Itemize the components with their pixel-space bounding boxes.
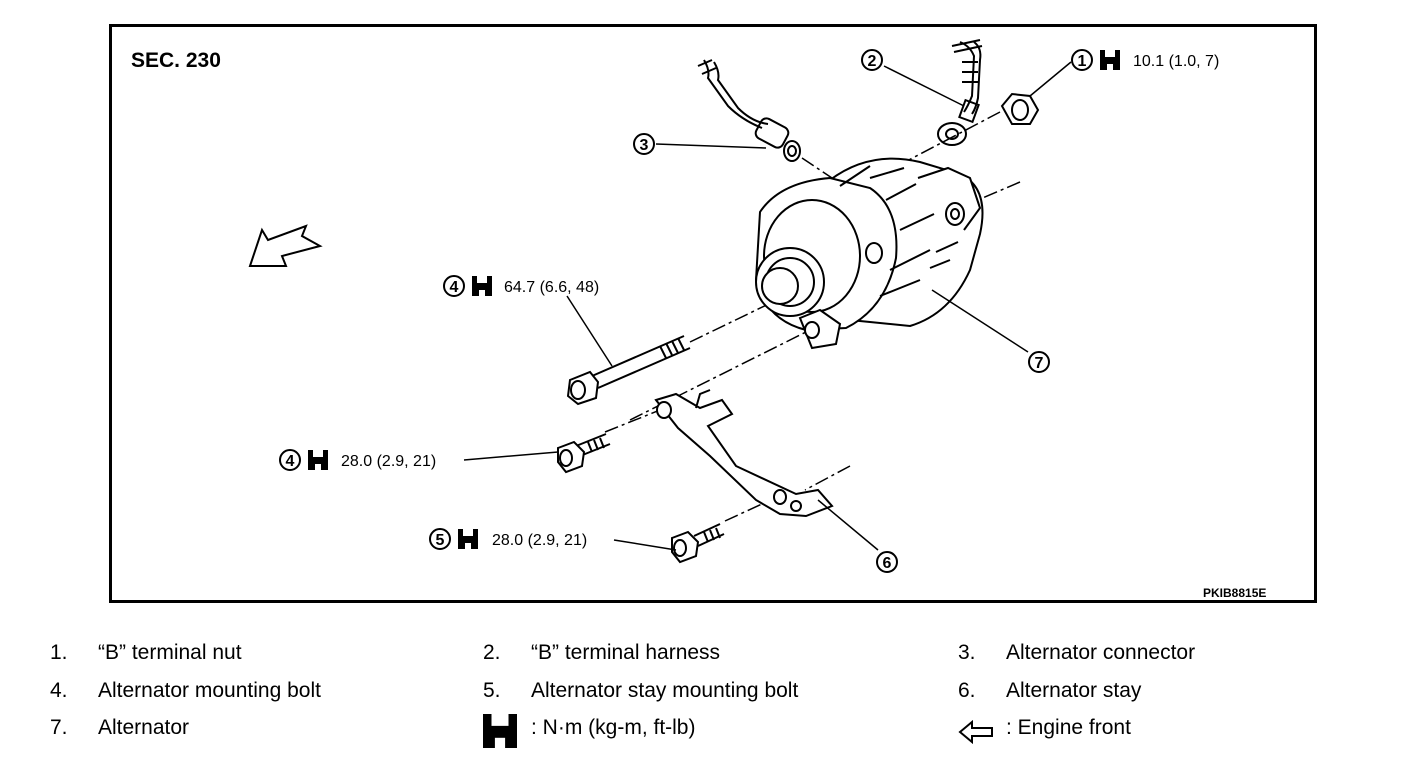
b-terminal-harness — [937, 39, 983, 146]
torque-wrench-icon — [458, 529, 478, 549]
legend-item-number: 6. — [958, 679, 976, 702]
callout-4-lower-torque: 28.0 (2.9, 21) — [341, 453, 436, 470]
legend-item-label: Alternator — [98, 716, 190, 739]
alternator-mounting-bolt-short — [557, 433, 611, 474]
callout-4-lower-number: 4 — [286, 453, 295, 470]
callout-5-number: 5 — [436, 532, 445, 549]
engine-front-label: : Engine front — [1006, 716, 1131, 739]
callout-4-upper-torque: 64.7 (6.6, 48) — [504, 279, 599, 296]
exploded-view-diagram: SEC. 230 PKIB8815E — [131, 39, 1266, 600]
torque-wrench-icon — [472, 276, 492, 296]
callout-4-lower: 4 28.0 (2.9, 21) — [279, 449, 436, 471]
legend-item-number: 4. — [50, 679, 68, 702]
diagram-frame — [109, 24, 1317, 603]
callout-7-number: 7 — [1035, 355, 1044, 372]
torque-wrench-icon — [1100, 50, 1120, 70]
callout-1-number: 1 — [1078, 53, 1087, 70]
engine-front-arrow-icon — [958, 720, 993, 744]
callout-4-upper-number: 4 — [450, 279, 459, 296]
legend-item-label: Alternator stay mounting bolt — [531, 679, 799, 702]
section-label: SEC. 230 — [131, 49, 221, 72]
torque-wrench-icon — [483, 714, 517, 748]
legend-item-label: Alternator connector — [1006, 641, 1196, 664]
legend-item-number: 5. — [483, 679, 501, 702]
alternator-stay-mounting-bolt — [671, 523, 725, 564]
legend-item-label: Alternator stay — [1006, 679, 1142, 702]
legend-item-number: 1. — [50, 641, 68, 664]
alternator — [754, 157, 984, 350]
callout-3: 3 — [633, 133, 655, 155]
legend-item-label: “B” terminal nut — [98, 641, 242, 664]
legend-item-number: 2. — [483, 641, 501, 664]
alternator-connector-harness — [697, 59, 801, 162]
callout-6: 6 — [876, 551, 898, 573]
legend-item-number: 3. — [958, 641, 976, 664]
callout-1-torque: 10.1 (1.0, 7) — [1133, 53, 1219, 70]
callout-3-number: 3 — [640, 137, 649, 154]
callout-7: 7 — [1028, 351, 1050, 373]
legend-item-label: Alternator mounting bolt — [98, 679, 321, 702]
callout-2-number: 2 — [868, 53, 877, 70]
legend-item-number: 7. — [50, 716, 68, 739]
legend-item-label: “B” terminal harness — [531, 641, 721, 664]
engine-front-arrow-icon — [248, 224, 323, 267]
torque-wrench-icon — [308, 450, 328, 470]
callout-4-upper: 4 64.7 (6.6, 48) — [443, 275, 599, 297]
leader-lines — [463, 61, 1072, 551]
callout-1: 1 10.1 (1.0, 7) — [1071, 49, 1219, 71]
callout-6-number: 6 — [883, 555, 892, 572]
b-terminal-nut — [1000, 92, 1040, 125]
alternator-mounting-bolt-long — [566, 335, 691, 406]
callout-2: 2 — [861, 49, 883, 71]
torque-unit-label: : N·m (kg-m, ft-lb) — [531, 716, 696, 739]
alternator-stay — [654, 389, 834, 518]
figure-code: PKIB8815E — [1203, 586, 1266, 600]
callout-5: 5 28.0 (2.9, 21) — [429, 528, 587, 550]
callout-5-torque: 28.0 (2.9, 21) — [492, 532, 587, 549]
